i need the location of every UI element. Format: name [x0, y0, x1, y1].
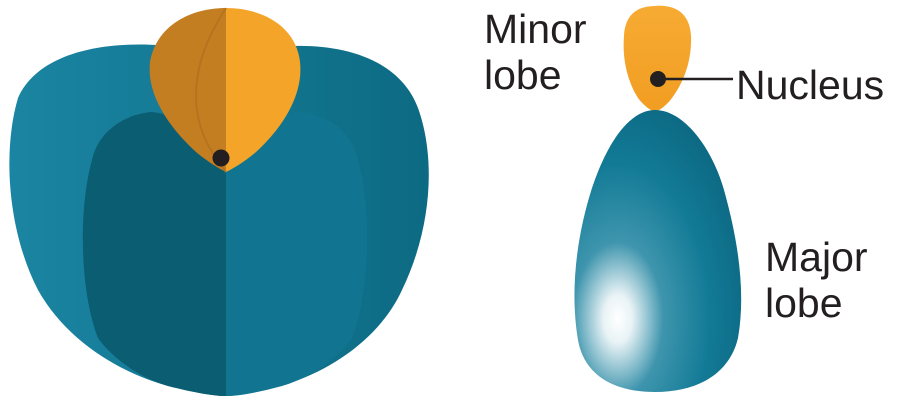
- major-lobe-dark-cut-face: [82, 112, 226, 396]
- minor-lobe-shaded-half: [149, 8, 226, 172]
- major-lobe-large: [574, 110, 742, 392]
- minor-lobe-lit-half: [226, 8, 301, 172]
- minor-lobe-label: Minor lobe: [484, 6, 587, 98]
- hybrid-orbital-outline: [574, 5, 742, 392]
- nucleus-dot-right: [650, 71, 666, 87]
- nucleus-dot-left: [212, 149, 230, 167]
- nucleus-label: Nucleus: [736, 62, 885, 108]
- cutaway-hybrid-orbital: [9, 7, 429, 396]
- minor-lobe-label-line1: Minor: [484, 6, 587, 52]
- minor-lobe-cut-edge: [194, 7, 227, 173]
- major-lobe-label-line2: lobe: [765, 280, 843, 326]
- major-lobe-label: Major lobe: [765, 234, 868, 326]
- major-lobe-label-line1: Major: [765, 234, 868, 280]
- minor-lobe-small: [623, 5, 692, 112]
- minor-lobe-label-line2: lobe: [484, 52, 562, 98]
- major-lobe-right-cut-face: [226, 112, 368, 396]
